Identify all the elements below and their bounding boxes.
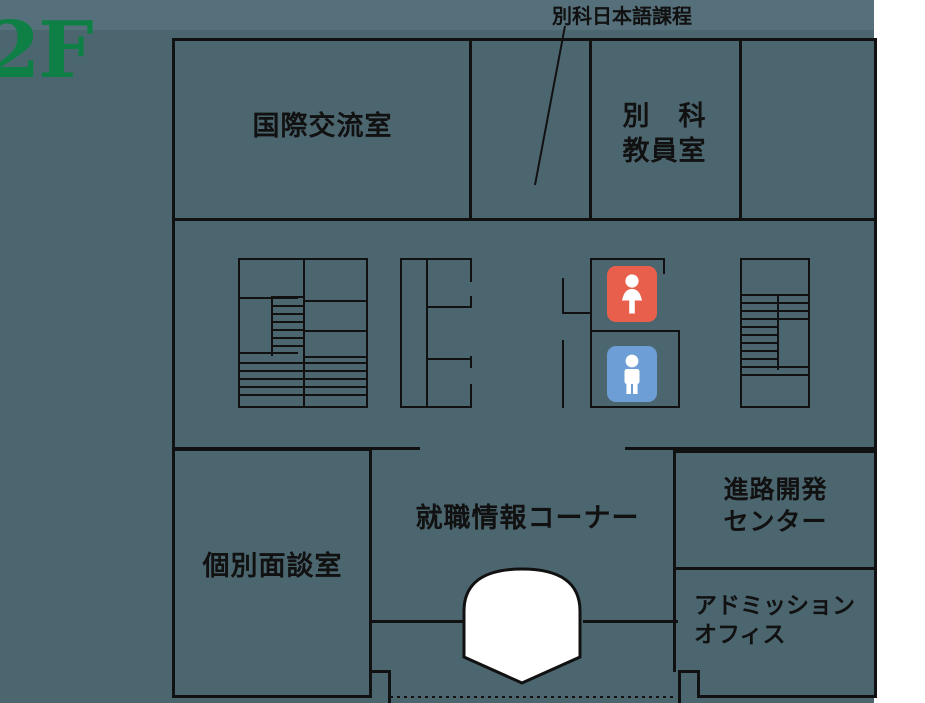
- wall-top-divider-1: [469, 38, 472, 221]
- stairs-left-tread-h: [238, 378, 368, 380]
- wall-corridor-bottom-left-ext: [372, 447, 420, 450]
- wall-outer-bottom-right: [697, 695, 877, 698]
- stairs-left-tread-h: [238, 386, 368, 388]
- wall-corridor-bottom-right: [625, 447, 877, 450]
- stairs-right-outline-left: [740, 258, 742, 408]
- shaft-center-top-right: [470, 258, 472, 282]
- stairs-left-tread-h: [238, 370, 368, 372]
- stairs-left-tread: [271, 296, 304, 298]
- stairs-right-tread: [740, 318, 810, 320]
- shaft-center-door-lower-edge: [470, 356, 472, 368]
- stairs-right-tread-l: [740, 326, 778, 328]
- restroom-block-top-wall: [590, 258, 665, 260]
- map-background: [0, 0, 874, 703]
- wall-bottom-left-notch-horizontal: [369, 670, 391, 673]
- room-label-individual-interview: 個別面談室: [202, 551, 343, 582]
- stairs-left-wall-tick-lower-rise: [238, 340, 240, 354]
- wall-right-rooms-top: [673, 450, 877, 453]
- restroom-block-right-wall: [678, 330, 680, 408]
- stairs-left-tread: [271, 329, 304, 331]
- restroom-block-divider: [590, 330, 680, 332]
- shaft-center-left-tick: [400, 296, 402, 320]
- restroom-block-bottom-wall: [590, 406, 680, 408]
- stairs-right-landing-bottom2: [740, 374, 810, 376]
- shaft-center-door-lower: [426, 358, 472, 360]
- wall-top-row-bottom: [172, 218, 877, 221]
- stairs-left-wall-tick-lower: [238, 352, 298, 354]
- room-label-career-development-center: 進路開発 センター: [723, 475, 828, 536]
- callout-label-bekka-japanese-course: 別科日本語課程: [552, 4, 692, 28]
- wall-individual-interview-top: [172, 448, 372, 451]
- wall-bottom-right-notch-drop: [678, 670, 681, 703]
- wall-bottom-left-notch-drop: [388, 670, 391, 703]
- wall-outer-right: [874, 38, 877, 698]
- wall-right-rooms-left: [673, 448, 676, 672]
- map-background-top-strip: [0, 0, 874, 30]
- room-label-bekka-staff-room: 別 科 教員室: [622, 101, 707, 167]
- shaft-center-door-upper: [426, 306, 472, 308]
- restroom-corridor-tick: [562, 312, 592, 314]
- wall-bottom-right-notch-vertical: [697, 670, 700, 698]
- stairs-right-landing-divider: [777, 294, 779, 322]
- stairs-right-tread: [740, 302, 810, 304]
- stairs-left-landing-lower-edge: [366, 322, 368, 358]
- restroom-corridor-tick-left-lower: [562, 340, 564, 408]
- stairs-right-spine: [777, 318, 779, 370]
- stairs-right-outline-bottom: [740, 406, 810, 408]
- wall-corridor-to-lobby-right: [583, 620, 678, 623]
- stairs-right-tread: [740, 310, 810, 312]
- wall-right-rooms-divider: [673, 567, 877, 570]
- womens-restroom-icon: [607, 266, 657, 322]
- stairs-left-landing-upper: [303, 300, 366, 302]
- stairs-left-tread: [271, 305, 304, 307]
- wall-outer-bottom-left: [172, 695, 372, 698]
- stairs-left-tread: [271, 313, 304, 315]
- shaft-center-left: [400, 258, 402, 408]
- shaft-center-bottom: [400, 406, 472, 408]
- shaft-center-top: [400, 258, 472, 260]
- stairs-left-tread: [271, 345, 304, 347]
- stairs-right-outline-right: [808, 258, 810, 408]
- wall-corridor-to-lobby-left: [369, 620, 484, 623]
- stairs-left-tread-edge: [271, 296, 273, 356]
- room-label-international-exchange: 国際交流室: [252, 111, 393, 142]
- stairs-right-tread-l: [740, 350, 778, 352]
- restroom-corridor-tick-left: [562, 278, 564, 314]
- shaft-center-door-upper-edge: [470, 296, 472, 308]
- stairs-left-tread-h-edge: [366, 392, 368, 408]
- stairs-right-tread-l: [740, 334, 778, 336]
- stairs-right-landing-bottom: [740, 366, 810, 368]
- stairs-left-wall-tick-upper-drop: [238, 297, 240, 311]
- restroom-block-top-right-tick: [663, 258, 665, 274]
- wall-individual-interview-right: [369, 448, 372, 672]
- stairs-left-tread-h: [238, 362, 368, 364]
- stairs-right-tread-l: [740, 342, 778, 344]
- stairs-left-wall-tick-upper: [238, 297, 298, 299]
- wall-outer-top: [172, 38, 877, 41]
- wall-bottom-right-notch-horizontal: [678, 670, 700, 673]
- lobby-marker-shape: [458, 565, 586, 685]
- stairs-right-tread-l: [740, 358, 778, 360]
- stairs-left-spine: [303, 258, 305, 408]
- floor-number-label: 2F: [0, 5, 94, 96]
- stairs-left-tread-h: [238, 394, 368, 396]
- stairs-left-outline-left: [238, 258, 240, 408]
- stairs-right-outline-top: [740, 258, 810, 260]
- shaft-center-bottom-right: [470, 384, 472, 408]
- wall-outer-left: [172, 38, 175, 698]
- stairs-left-landing-upper2: [303, 330, 366, 332]
- stairs-right-landing-top: [740, 294, 810, 296]
- stairs-left-tread: [271, 337, 304, 339]
- wall-bottom-left-notch-vertical: [369, 670, 372, 698]
- stairs-left-landing-lower: [303, 356, 366, 358]
- room-label-admission-office: アドミッション オフィス: [694, 593, 855, 649]
- shaft-center-mid: [426, 258, 428, 408]
- stairs-left-tread: [271, 321, 304, 323]
- restroom-block-left-wall: [590, 258, 592, 408]
- room-label-job-info-corner: 就職情報コーナー: [415, 503, 640, 534]
- wall-top-divider-2: [589, 38, 592, 221]
- wall-top-divider-3: [739, 38, 742, 221]
- mens-restroom-icon: [607, 346, 657, 402]
